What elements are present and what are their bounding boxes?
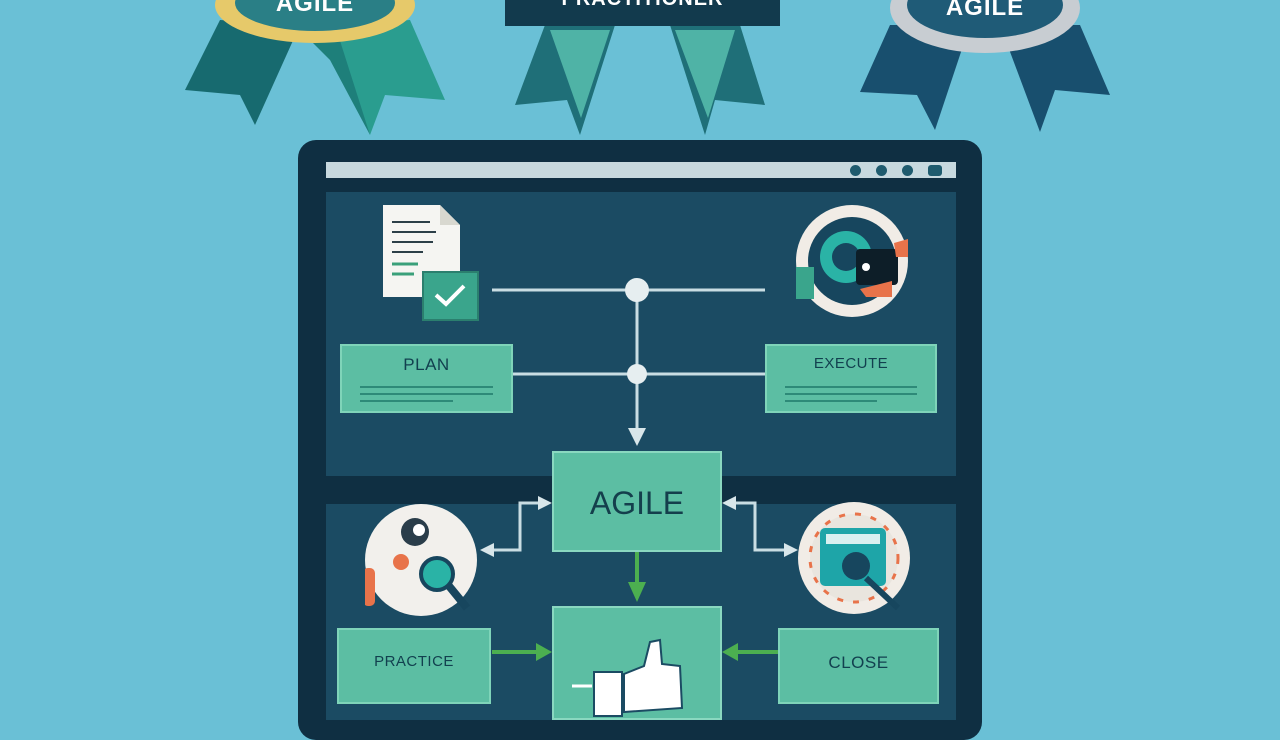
stage-practice[interactable]: PRACTICE bbox=[337, 628, 491, 704]
ribbon-icon bbox=[860, 0, 1110, 132]
report-card-icon bbox=[798, 502, 910, 614]
checklist-document-icon bbox=[383, 205, 479, 321]
badge-right-label: AGILE bbox=[945, 0, 1025, 21]
thumbs-up-icon bbox=[572, 638, 684, 717]
ribbon-icon bbox=[505, 0, 780, 135]
stage-plan-lines bbox=[360, 386, 493, 407]
agile-badge-right: AGILE bbox=[855, 0, 1115, 140]
window-dot-1 bbox=[850, 165, 861, 176]
stage-execute-lines bbox=[785, 386, 917, 407]
flow-connectors bbox=[480, 278, 798, 661]
window-dot-3 bbox=[902, 165, 913, 176]
stage-practice-label: PRACTICE bbox=[374, 653, 454, 670]
practitioner-badge: PRACTITIONER bbox=[505, 0, 780, 140]
stage-execute-label: EXECUTE bbox=[813, 355, 889, 372]
agile-center-box[interactable]: AGILE bbox=[552, 451, 722, 552]
badge-middle-label: PRACTITIONER bbox=[505, 0, 780, 11]
stage-plan[interactable]: PLAN bbox=[340, 344, 513, 413]
badge-left-label: AGILE bbox=[275, 0, 355, 17]
stage-close[interactable]: CLOSE bbox=[778, 628, 939, 704]
stage-close-label: CLOSE bbox=[828, 653, 889, 672]
stage-execute[interactable]: EXECUTE bbox=[765, 344, 937, 413]
ribbon-icon bbox=[185, 0, 445, 135]
approval-box[interactable] bbox=[552, 606, 722, 720]
window-dot-2 bbox=[876, 165, 887, 176]
stage-plan-label: PLAN bbox=[403, 355, 450, 374]
agile-center-label: AGILE bbox=[589, 485, 685, 521]
target-gauge-icon bbox=[790, 205, 922, 317]
magnifier-analysis-icon bbox=[363, 504, 477, 616]
window-titlebar bbox=[326, 162, 956, 178]
window-dot-4 bbox=[928, 165, 942, 176]
agile-badge-left: AGILE bbox=[180, 0, 450, 140]
